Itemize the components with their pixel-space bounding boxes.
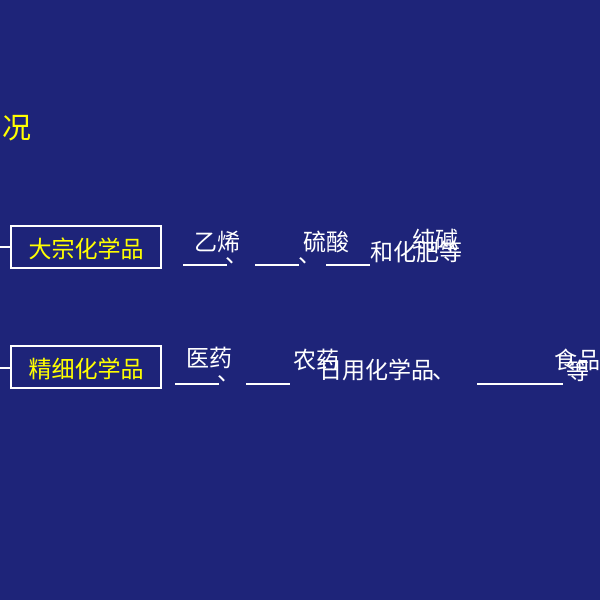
row2-separator-1: 、 xyxy=(217,360,240,386)
row1-blank-3 xyxy=(326,264,370,266)
row2-separator-2: 、 xyxy=(432,358,455,384)
row1-suffix: 和化肥等 xyxy=(370,240,462,266)
row1-separator-1: 、 xyxy=(225,242,248,268)
row2-label-box: 精细化学品 xyxy=(10,345,162,389)
row1-separator-2: 、 xyxy=(298,242,321,268)
row2-label: 精细化学品 xyxy=(28,357,144,383)
row2-answer-2: 农药 xyxy=(293,348,339,374)
row1-label: 大宗化学品 xyxy=(28,237,144,263)
row1-answer-1: 乙烯 xyxy=(194,230,240,256)
row2-blank-2 xyxy=(246,383,290,385)
row1-answer-3: 纯碱 xyxy=(412,228,458,254)
row2-answer-3: 食品 xyxy=(554,348,600,374)
row1-connector xyxy=(0,246,10,248)
row2-connector xyxy=(0,367,10,369)
row2-suffix: 等 xyxy=(566,359,589,385)
row2-blank-1 xyxy=(175,383,219,385)
row1-blank-1 xyxy=(183,264,227,266)
slide-heading: 况 xyxy=(2,111,32,145)
row2-blank-3 xyxy=(477,383,563,385)
row2-middle-text: 日用化学品 xyxy=(319,358,434,384)
row1-label-box: 大宗化学品 xyxy=(10,225,162,269)
row1-answer-2: 硫酸 xyxy=(303,230,349,256)
row1-blank-2 xyxy=(255,264,299,266)
row2-answer-1: 医药 xyxy=(186,346,232,372)
